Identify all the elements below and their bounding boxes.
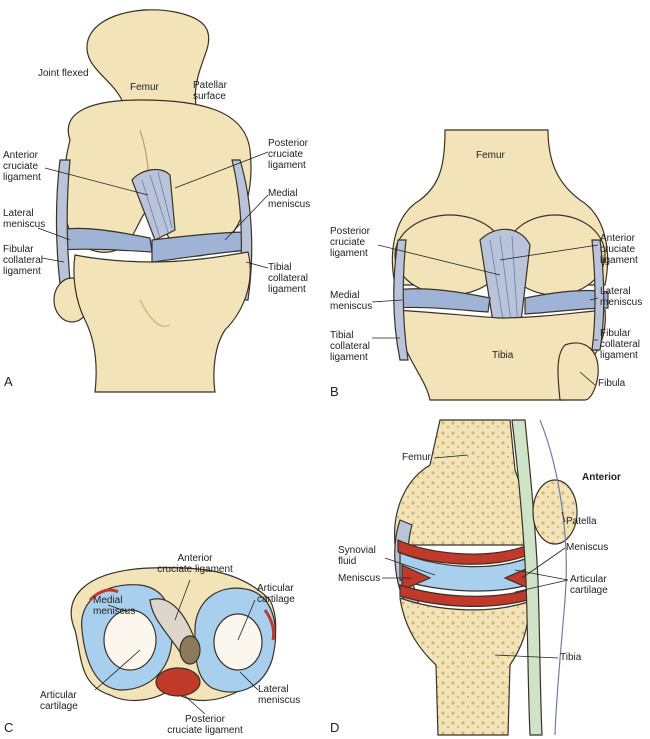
fibula-b — [557, 342, 599, 401]
lateral-meniscus-b — [524, 289, 609, 315]
label-a-lateral-meniscus: Lateral meniscus — [3, 208, 46, 230]
label-c-articular-cartilage-bottom: Articular cartilage — [40, 690, 78, 712]
panel-label-d: D — [330, 720, 340, 735]
label-a-anterior-cruciate: Anterior cruciate ligament — [3, 150, 41, 183]
label-b-tibial-collateral: Tibial collateral ligament — [330, 330, 371, 363]
label-a-medial-meniscus: Medial meniscus — [268, 188, 311, 210]
label-c-lateral-meniscus: Lateral meniscus — [258, 684, 301, 706]
panel-d-sagittal-section — [393, 419, 578, 736]
label-a-patellar-surface: Patellar surface — [193, 80, 227, 102]
label-b-tibia: Tibia — [492, 350, 514, 361]
panel-c-tibial-plateau — [70, 566, 277, 701]
leader-lines — [37, 151, 599, 715]
label-d-anterior: Anterior — [582, 472, 621, 483]
label-c-anterior-cruciate: Anterior cruciate ligament — [157, 553, 233, 575]
label-a-femur: Femur — [130, 82, 159, 93]
panel-b-knee-posterior — [391, 129, 609, 401]
cruciate-ligaments-a — [131, 168, 176, 241]
label-c-articular-cartilage-top: Articular cartilage — [257, 583, 295, 605]
label-b-fibula: Fibula — [598, 378, 626, 389]
medial-meniscus-b — [394, 288, 491, 313]
label-d-tibia: Tibia — [560, 652, 582, 663]
lateral-meniscus-a — [59, 227, 153, 253]
label-c-medial-meniscus: Medial meniscus — [93, 595, 136, 617]
femur-d — [393, 419, 530, 546]
lateral-cartilage-c — [213, 613, 263, 671]
label-b-anterior-cruciate: Anterior cruciate ligament — [600, 233, 638, 266]
label-d-femur: Femur — [402, 452, 431, 463]
label-b-posterior-cruciate: Posterior cruciate ligament — [330, 226, 371, 259]
panel-label-a: A — [4, 374, 13, 389]
label-b-medial-meniscus: Medial meniscus — [330, 290, 373, 312]
label-d-meniscus-left: Meniscus — [338, 573, 381, 584]
label-a-fibular-collateral: Fibular collateral ligament — [3, 244, 44, 277]
label-a-joint-flexed: Joint flexed — [38, 68, 89, 79]
meniscus-d — [401, 564, 432, 591]
medial-cartilage-c — [103, 609, 157, 671]
label-c-posterior-cruciate: Posterior cruciate ligament — [167, 714, 243, 736]
label-d-synovial-fluid: Synovial fluid — [338, 545, 376, 567]
label-b-lateral-meniscus: Lateral meniscus — [600, 286, 643, 308]
panel-label-c: C — [4, 720, 14, 735]
tibia-a — [73, 251, 251, 393]
label-a-tibial-collateral: Tibial collateral ligament — [268, 262, 309, 295]
panel-a-knee-flexed — [53, 9, 253, 393]
tibia-d — [399, 597, 529, 736]
tibia-b — [394, 309, 606, 401]
label-d-meniscus-right: Meniscus — [566, 542, 609, 553]
patella-d — [532, 479, 578, 545]
fibular-collateral-b — [591, 239, 605, 351]
label-b-femur: Femur — [476, 150, 505, 161]
label-b-fibular-collateral: Fibular collateral ligament — [600, 328, 641, 361]
label-d-articular-cartilage: Articular cartilage — [570, 574, 608, 596]
panel-label-b: B — [330, 384, 339, 399]
label-a-posterior-cruciate: Posterior cruciate ligament — [268, 138, 309, 171]
posterior-cruciate-c — [155, 667, 201, 697]
label-d-patella: Patella — [566, 516, 597, 527]
